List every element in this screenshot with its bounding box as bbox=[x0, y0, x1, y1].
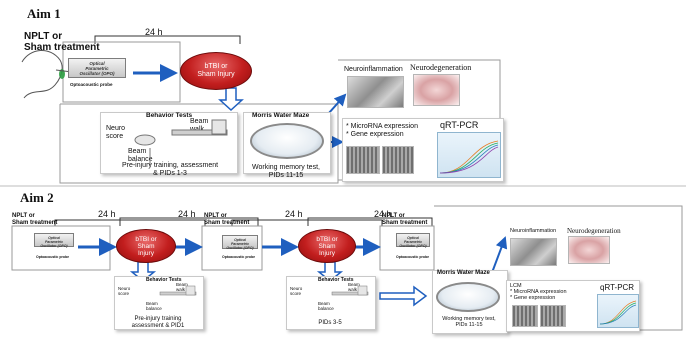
aim2-bracket-3 bbox=[231, 219, 383, 226]
aim1-neurodegeneration: Neurodegeneration bbox=[410, 63, 472, 72]
aim2-neurodegeneration-image bbox=[568, 236, 610, 264]
aim2-bracket-2 bbox=[119, 217, 259, 226]
aim2-interval-3: 24 h bbox=[285, 209, 303, 219]
aim1-behavior-caption: Pre-injury training, assessment & PIDs 1… bbox=[121, 162, 219, 177]
aim1-opo-device: Optical Parametric Oscillator (OPO) bbox=[68, 58, 126, 78]
aim2-gel-image-1 bbox=[512, 305, 538, 327]
aim2-mwm-header: Morris Water Maze bbox=[437, 270, 490, 276]
aim2-pcr-curves bbox=[599, 300, 637, 325]
aim2-title: Aim 2 bbox=[20, 190, 54, 205]
aim1-title: Aim 1 bbox=[27, 6, 61, 21]
aim1-neurodegeneration-image bbox=[413, 74, 460, 106]
aim2-pcr-plot bbox=[597, 294, 639, 328]
aim2-beam-balance-2: Beam balance bbox=[318, 301, 334, 311]
aim1-interval-bracket bbox=[94, 35, 241, 44]
aim2-mwm-tank bbox=[436, 282, 500, 312]
aim2-bracket-1 bbox=[54, 219, 206, 226]
aim1-interval-label: 24 h bbox=[145, 27, 163, 37]
aim2-treatment-label-1: NPLT or Sham treatment bbox=[12, 213, 58, 226]
aim2-mwm-caption: Working memory test, PIDs 11-15 bbox=[442, 316, 496, 328]
aim2-opo-device-2: Optical Parametric Oscillator (OPO) bbox=[222, 235, 258, 250]
aim2-probe-label-1: Optoacoustic probe bbox=[36, 255, 70, 259]
aim2-interval-2: 24 h bbox=[178, 209, 196, 219]
aim2-interval-4: 24 h bbox=[374, 209, 392, 219]
aim2-opo-device-1: Optical Parametric Oscillator (OPO) bbox=[34, 233, 74, 248]
aim1-expression-label: * MicroRNA expression * Gene expression bbox=[346, 123, 418, 138]
aim2-opo-device-3: Optical Parametric Oscillator (OPO) bbox=[396, 233, 430, 248]
aim2-treatment-label-3: NPLT or Sham treatment bbox=[382, 213, 428, 226]
aim1-gel-image-1 bbox=[346, 146, 380, 174]
aim1-gel-image-2 bbox=[382, 146, 414, 174]
aim1-neuroinflammation: Neuroinflammation bbox=[344, 66, 403, 73]
aim1-injury-oval: bTBI or Sham Injury bbox=[180, 52, 252, 90]
aim1-beam-balance: Beam balance bbox=[128, 148, 153, 163]
aim2-arrow-to-mwm bbox=[379, 285, 428, 307]
aim2-expression-label: LCM * MicroRNA expression * Gene express… bbox=[510, 283, 567, 301]
aim2-injury-oval-1: bTBI or Sham Injury bbox=[116, 229, 176, 263]
aim1-mwm-tank bbox=[250, 123, 324, 159]
aim2-behavior-panel-1 bbox=[114, 276, 204, 330]
aim1-lower-frame bbox=[59, 103, 339, 184]
aim1-mwm-header: Morris Water Maze bbox=[252, 112, 310, 119]
aim1-mwm-caption: Working memory test, PIDs 11-15 bbox=[252, 164, 320, 179]
aim2-neuro-score-2: Neuro score bbox=[290, 286, 303, 296]
aim2-bracket-4 bbox=[307, 217, 433, 226]
aim2-beam-walk-1: Beam walk bbox=[176, 282, 188, 292]
aim2-qrt-label: qRT-PCR bbox=[600, 283, 635, 292]
aim2-neuroinflammation-image bbox=[510, 238, 557, 266]
aim1-pcr-curves bbox=[439, 140, 499, 174]
aim1-neuroinflammation-image bbox=[347, 76, 404, 108]
aim1-pcr-plot bbox=[437, 132, 501, 178]
aim1-arrow-down bbox=[218, 87, 244, 112]
aim2-injury-oval-2: bTBI or Sham Injury bbox=[298, 229, 356, 263]
aim2-behavior-panel-2 bbox=[286, 276, 376, 330]
aim1-neuro-score: Neuro score bbox=[106, 125, 126, 140]
aim1-probe-label: Optoacoustic probe bbox=[70, 82, 113, 87]
aim2-treatment-label-2: NPLT or Sham treatment bbox=[204, 213, 250, 226]
aim2-neurodegeneration: Neurodegeneration bbox=[567, 227, 621, 235]
aim2-neuroinflammation: Neuroinflammation bbox=[510, 228, 557, 234]
aim1-treatment-label: NPLT or Sham treatment bbox=[24, 31, 100, 53]
aim2-behavior-header-2: Behavior Tests bbox=[318, 277, 354, 283]
aim1-qrt-label: qRT-PCR bbox=[440, 120, 479, 130]
aim1-behavior-header: Behavior Tests bbox=[146, 112, 193, 119]
aim2-behavior-caption-2: PIDs 3-5 bbox=[318, 320, 342, 326]
aim2-gel-image-2 bbox=[540, 305, 566, 327]
aim2-behavior-header-1: Behavior Tests bbox=[146, 277, 182, 283]
aim2-probe-label-3: Optoacoustic probe bbox=[396, 255, 430, 259]
aim2-beam-balance-1: Beam balance bbox=[146, 301, 162, 311]
aim2-probe-label-2: Optoacoustic probe bbox=[222, 255, 256, 259]
aim2-behavior-caption-1: Pre-injury training assessment & PID1 bbox=[131, 316, 185, 329]
aim2-beam-walk-2: Beam walk bbox=[348, 282, 360, 292]
aim2-interval-1: 24 h bbox=[98, 209, 116, 219]
aim2-neuro-score-1: Neuro score bbox=[118, 286, 131, 296]
